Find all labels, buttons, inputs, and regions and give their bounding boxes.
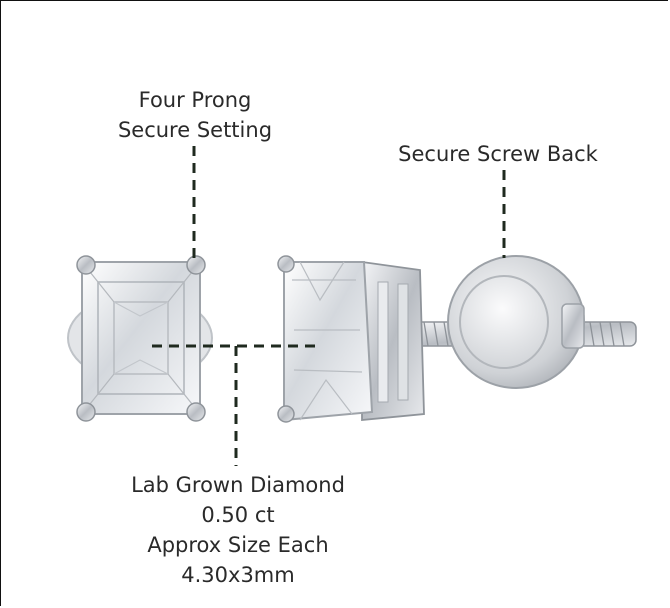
- prong-bottom-left: [76, 402, 96, 422]
- diamond-spec-label: Lab Grown Diamond 0.50 ct Approx Size Ea…: [118, 470, 358, 590]
- size-value-text: 4.30x3mm: [181, 563, 295, 587]
- size-caption-text: Approx Size Each: [147, 533, 329, 557]
- screw-back-label: Secure Screw Back: [398, 142, 598, 166]
- prong-top-right: [186, 255, 206, 275]
- four-prong-label: Four Prong Secure Setting: [110, 85, 280, 145]
- diamond-type-text: Lab Grown Diamond: [131, 473, 345, 497]
- side-diamond: [283, 261, 374, 422]
- callout-lines: [152, 146, 506, 466]
- prong-bottom-right: [186, 402, 206, 422]
- carat-weight-text: 0.50 ct: [201, 503, 275, 527]
- four-prong-label-line-2: Secure Setting: [117, 118, 273, 142]
- prong-top-left: [76, 255, 96, 275]
- four-prong-label-line-1: Four Prong: [138, 88, 252, 112]
- side-view-earring: [277, 255, 637, 423]
- front-view-earring: [67, 255, 213, 422]
